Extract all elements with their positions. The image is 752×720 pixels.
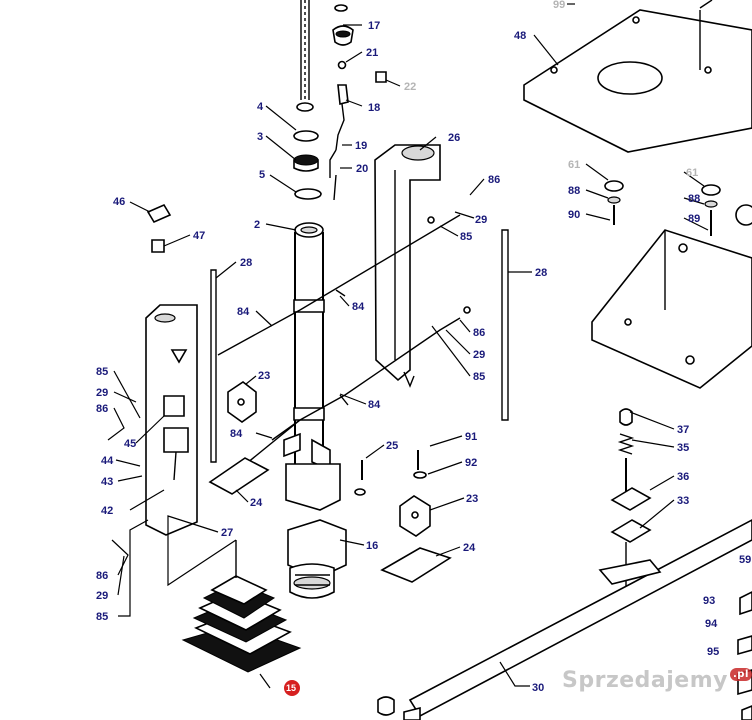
part-label-33: 33 [677,495,689,507]
part-label-29-d: 29 [96,590,108,602]
part-label-16: 16 [366,540,378,552]
part-label-3: 3 [257,131,263,143]
part-label-84-d: 84 [230,428,243,440]
watermark-brand: Sprzedajemy [562,668,728,693]
part-label-86-c: 86 [96,403,108,415]
block-23-upper [227,381,257,423]
control-tower [145,203,198,536]
bolts-middle [354,450,427,496]
part-label-45: 45 [124,438,136,450]
part-label-89: 89 [688,213,700,225]
part-label-30: 30 [532,682,544,694]
part-label-47: 47 [193,230,205,242]
part-label-26: 26 [448,132,460,144]
right-edge-parts [737,591,752,720]
part-label-42: 42 [101,505,113,517]
part-label-92: 92 [465,457,477,469]
right-support [591,229,752,389]
part-label-94: 94 [705,618,718,630]
part-label-15: 15 [286,683,296,693]
bracket-26 [374,144,441,388]
part-label-23-a: 23 [258,370,270,382]
cables [217,214,471,486]
watermark-tld: .pl [730,668,752,681]
part-label-21: 21 [366,47,378,59]
part-label-23-b: 23 [466,493,478,505]
part-label-86-b: 86 [473,327,485,339]
bearing-stack [293,130,322,200]
part-label-88-b: 88 [688,193,700,205]
part-label-84-b: 84 [352,301,365,313]
part-label-85-c: 85 [96,366,108,378]
part-label-19: 19 [355,140,367,152]
upper-rod [296,0,314,112]
part-label-95: 95 [707,646,719,658]
part-label-44: 44 [101,455,114,467]
part-label-88-a: 88 [568,185,580,197]
strip-28-right [501,229,509,421]
part-label-85-a: 85 [460,231,472,243]
plate-24-left [208,457,270,495]
plate-24-right [380,495,452,583]
plate-48 [523,0,752,153]
part-label-29-a: 29 [475,214,487,226]
part-label-28-a: 28 [240,257,252,269]
watermark-logo: Sprzedajemy.pl [562,668,752,693]
part-label-27: 27 [221,527,233,539]
part-label-5: 5 [259,169,265,181]
part-label-37: 37 [677,424,689,436]
part-label-86-d: 86 [96,570,108,582]
bellows-boot [181,540,302,673]
part-label-28-b: 28 [535,267,547,279]
part-label-17: 17 [368,20,380,32]
part-label-29-c: 29 [96,387,108,399]
part-label-91: 91 [465,431,477,443]
part-label-86-a: 86 [488,174,500,186]
part-label-84-a: 84 [237,306,250,318]
part-label-20: 20 [356,163,368,175]
part-label-85-b: 85 [473,371,485,383]
part-label-2: 2 [254,219,260,231]
top-fittings [329,4,387,201]
part-label-35: 35 [677,442,689,454]
part-labels: 99 48 17 21 22 18 4 3 19 26 20 5 86 46 2… [96,0,751,696]
part-label-4: 4 [257,101,264,113]
part-label-24-b: 24 [463,542,476,554]
part-label-48: 48 [514,30,526,42]
part-label-85-d: 85 [96,611,108,623]
part-label-99: 99 [553,0,565,11]
part-label-18: 18 [368,102,380,114]
part-label-90: 90 [568,209,580,221]
part-label-59: 59 [739,554,751,566]
part-label-61-a: 61 [568,159,580,171]
part-label-36: 36 [677,471,689,483]
part-label-24-a: 24 [250,497,263,509]
lever-30 [377,519,752,720]
strip-28-left [210,269,217,463]
part-label-61-b: 61 [686,167,698,179]
part-badge-15 [284,680,300,696]
part-label-43: 43 [101,476,113,488]
bushings [604,180,752,236]
part-label-93: 93 [703,595,715,607]
leader-lines [107,3,709,689]
motor-unit [287,519,347,599]
part-label-22: 22 [404,81,416,93]
main-column [283,222,341,511]
part-label-25: 25 [386,440,398,452]
part-label-84-c: 84 [368,399,381,411]
part-label-29-b: 29 [473,349,485,361]
part-label-46: 46 [113,196,125,208]
